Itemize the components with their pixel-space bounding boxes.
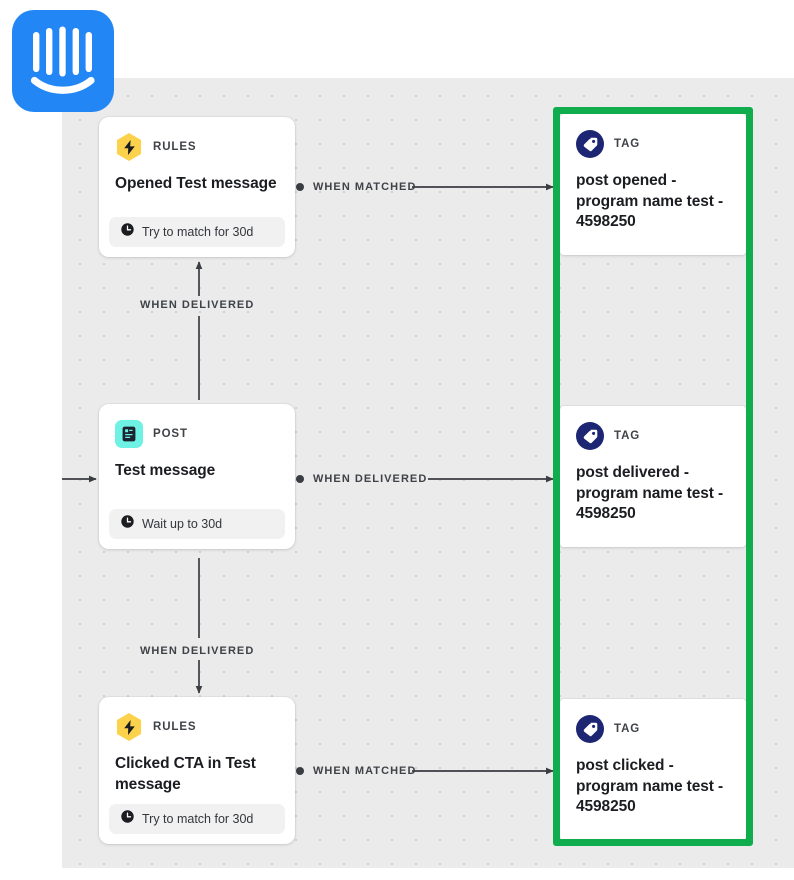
node-tag-opened[interactable]: TAG post opened - program name test - 45… xyxy=(560,114,746,255)
node-body: TAG post delivered - program name test -… xyxy=(560,406,746,525)
node-body: TAG post clicked - program name test - 4… xyxy=(560,699,746,818)
edge-label-when-matched-opened: WHEN MATCHED xyxy=(313,181,417,193)
node-tag-clicked[interactable]: TAG post clicked - program name test - 4… xyxy=(560,699,746,840)
tag-icon xyxy=(576,130,604,158)
intercom-logo xyxy=(12,10,114,112)
node-tag-delivered[interactable]: TAG post delivered - program name test -… xyxy=(560,406,746,547)
node-body: POST Test message xyxy=(99,404,295,482)
node-header: RULES xyxy=(115,713,279,741)
lightning-bolt-icon xyxy=(116,713,142,741)
node-body: RULES Clicked CTA in Test message xyxy=(99,697,295,795)
clock-icon xyxy=(121,515,134,533)
node-kind-label: RULES xyxy=(153,141,197,153)
node-title: Opened Test message xyxy=(115,175,277,192)
document-icon xyxy=(115,420,143,448)
edge-clicked-to-tag xyxy=(296,767,554,775)
node-header: RULES xyxy=(115,133,279,161)
node-header: TAG xyxy=(576,422,730,450)
node-kind-label: TAG xyxy=(614,430,641,442)
tag-icon xyxy=(576,422,604,450)
node-footer: Wait up to 30d xyxy=(109,509,285,539)
edge-label-when-delivered-tag: WHEN DELIVERED xyxy=(313,473,428,485)
node-title: post opened - program name test - 459825… xyxy=(576,172,724,231)
clock-icon xyxy=(121,810,134,828)
node-footer: Try to match for 30d xyxy=(109,804,285,834)
node-kind-label: TAG xyxy=(614,138,641,150)
node-title: post clicked - program name test - 45982… xyxy=(576,757,724,816)
node-body: TAG post opened - program name test - 45… xyxy=(560,114,746,233)
node-body: RULES Opened Test message xyxy=(99,117,295,195)
node-rules-opened[interactable]: RULES Opened Test message Try to match f… xyxy=(99,117,295,257)
edge-opened-to-tag xyxy=(296,183,554,191)
node-rules-clicked[interactable]: RULES Clicked CTA in Test message Try to… xyxy=(99,697,295,844)
node-title: post delivered - program name test - 459… xyxy=(576,464,724,523)
node-footer: Try to match for 30d xyxy=(109,217,285,247)
tag-icon xyxy=(576,715,604,743)
node-footer-text: Try to match for 30d xyxy=(142,812,254,826)
node-kind-label: RULES xyxy=(153,721,197,733)
node-header: TAG xyxy=(576,715,730,743)
node-kind-label: TAG xyxy=(614,723,641,735)
node-footer-text: Wait up to 30d xyxy=(142,517,223,531)
edge-label-when-delivered-up: WHEN DELIVERED xyxy=(140,299,255,311)
node-footer-text: Try to match for 30d xyxy=(142,225,254,239)
edge-label-when-delivered-down: WHEN DELIVERED xyxy=(140,645,255,657)
lightning-bolt-icon xyxy=(116,133,142,161)
node-kind-label: POST xyxy=(153,428,188,440)
node-title: Clicked CTA in Test message xyxy=(115,755,256,793)
node-header: TAG xyxy=(576,130,730,158)
clock-icon xyxy=(121,223,134,241)
edge-post-to-tag xyxy=(296,475,554,483)
node-header: POST xyxy=(115,420,279,448)
edge-label-when-matched-clicked: WHEN MATCHED xyxy=(313,765,417,777)
node-title: Test message xyxy=(115,462,216,479)
node-post-test-message[interactable]: POST Test message Wait up to 30d xyxy=(99,404,295,549)
